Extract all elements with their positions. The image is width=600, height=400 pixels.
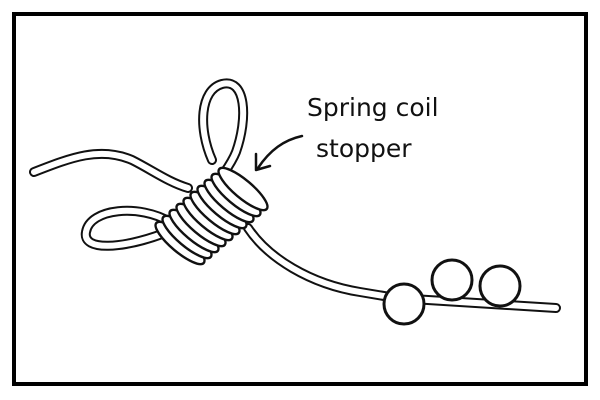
bead-icon <box>430 258 474 302</box>
lower-loop <box>80 205 175 251</box>
left-fishing-line <box>29 148 193 193</box>
curved-arrow-icon <box>254 134 304 172</box>
upper-loop <box>198 78 249 181</box>
main-fishing-line <box>243 223 401 303</box>
label-line-1: Spring coil <box>307 93 439 122</box>
bead-icon <box>382 282 426 326</box>
bead-icon <box>478 264 522 308</box>
beads <box>382 258 522 326</box>
label-line-2: stopper <box>316 134 412 163</box>
illustration-frame <box>12 12 588 386</box>
spring-coil-icon <box>154 166 269 266</box>
